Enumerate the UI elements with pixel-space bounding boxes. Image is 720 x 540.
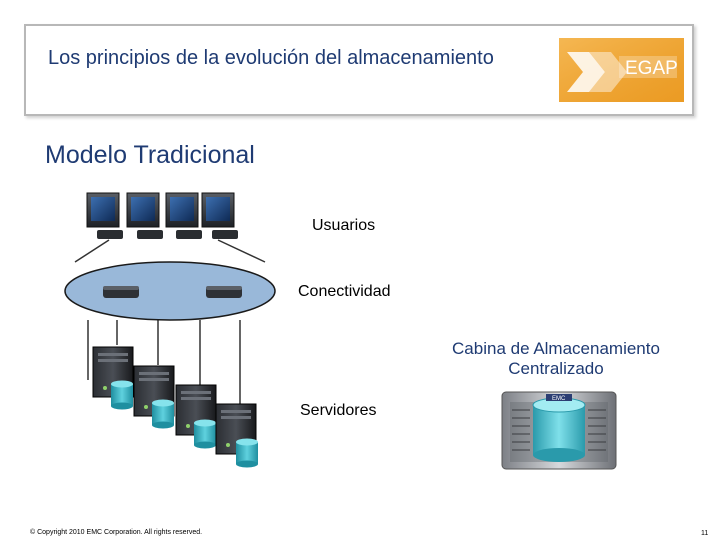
storage-brand-text: EMC: [552, 396, 566, 402]
connectivity-network-ellipse: [64, 261, 276, 321]
storage-label-line2: Centralizado: [508, 359, 604, 378]
server-connection-lines: [116, 320, 241, 405]
storage-label-line1: Cabina de Almacenamiento: [452, 339, 660, 358]
network-switch-right-icon: [206, 286, 242, 298]
storage-cabinet-icon: EMC: [501, 391, 617, 470]
slide-title: Los principios de la evolución del almac…: [48, 47, 494, 69]
storage-label: Cabina de Almacenamiento Centralizado: [420, 339, 692, 379]
server-2-disk-icon: [152, 399, 174, 429]
server-1-disk-icon: [111, 380, 133, 410]
user-computer-3-icon: [165, 192, 202, 239]
user-computer-1-icon: [86, 192, 123, 239]
logo-text: EGAP: [625, 58, 678, 79]
users-label: Usuarios: [312, 217, 376, 234]
page-number: 11: [701, 530, 709, 537]
section-title: Modelo Tradicional: [45, 141, 255, 169]
connectivity-label: Conectividad: [298, 283, 391, 300]
copyright-footer: © Copyright 2010 EMC Corporation. All ri…: [30, 529, 203, 536]
slide-header: Los principios de la evolución del almac…: [24, 24, 694, 116]
user-computer-4-icon: [201, 192, 238, 239]
user-connection-lines: [74, 239, 266, 263]
network-switch-left-icon: [103, 286, 139, 298]
egap-logo: EGAP: [559, 38, 684, 102]
user-computer-2-icon: [126, 192, 163, 239]
servers-label: Servidores: [300, 402, 377, 419]
server-3-disk-icon: [194, 419, 216, 449]
server-4-disk-icon: [236, 438, 258, 468]
